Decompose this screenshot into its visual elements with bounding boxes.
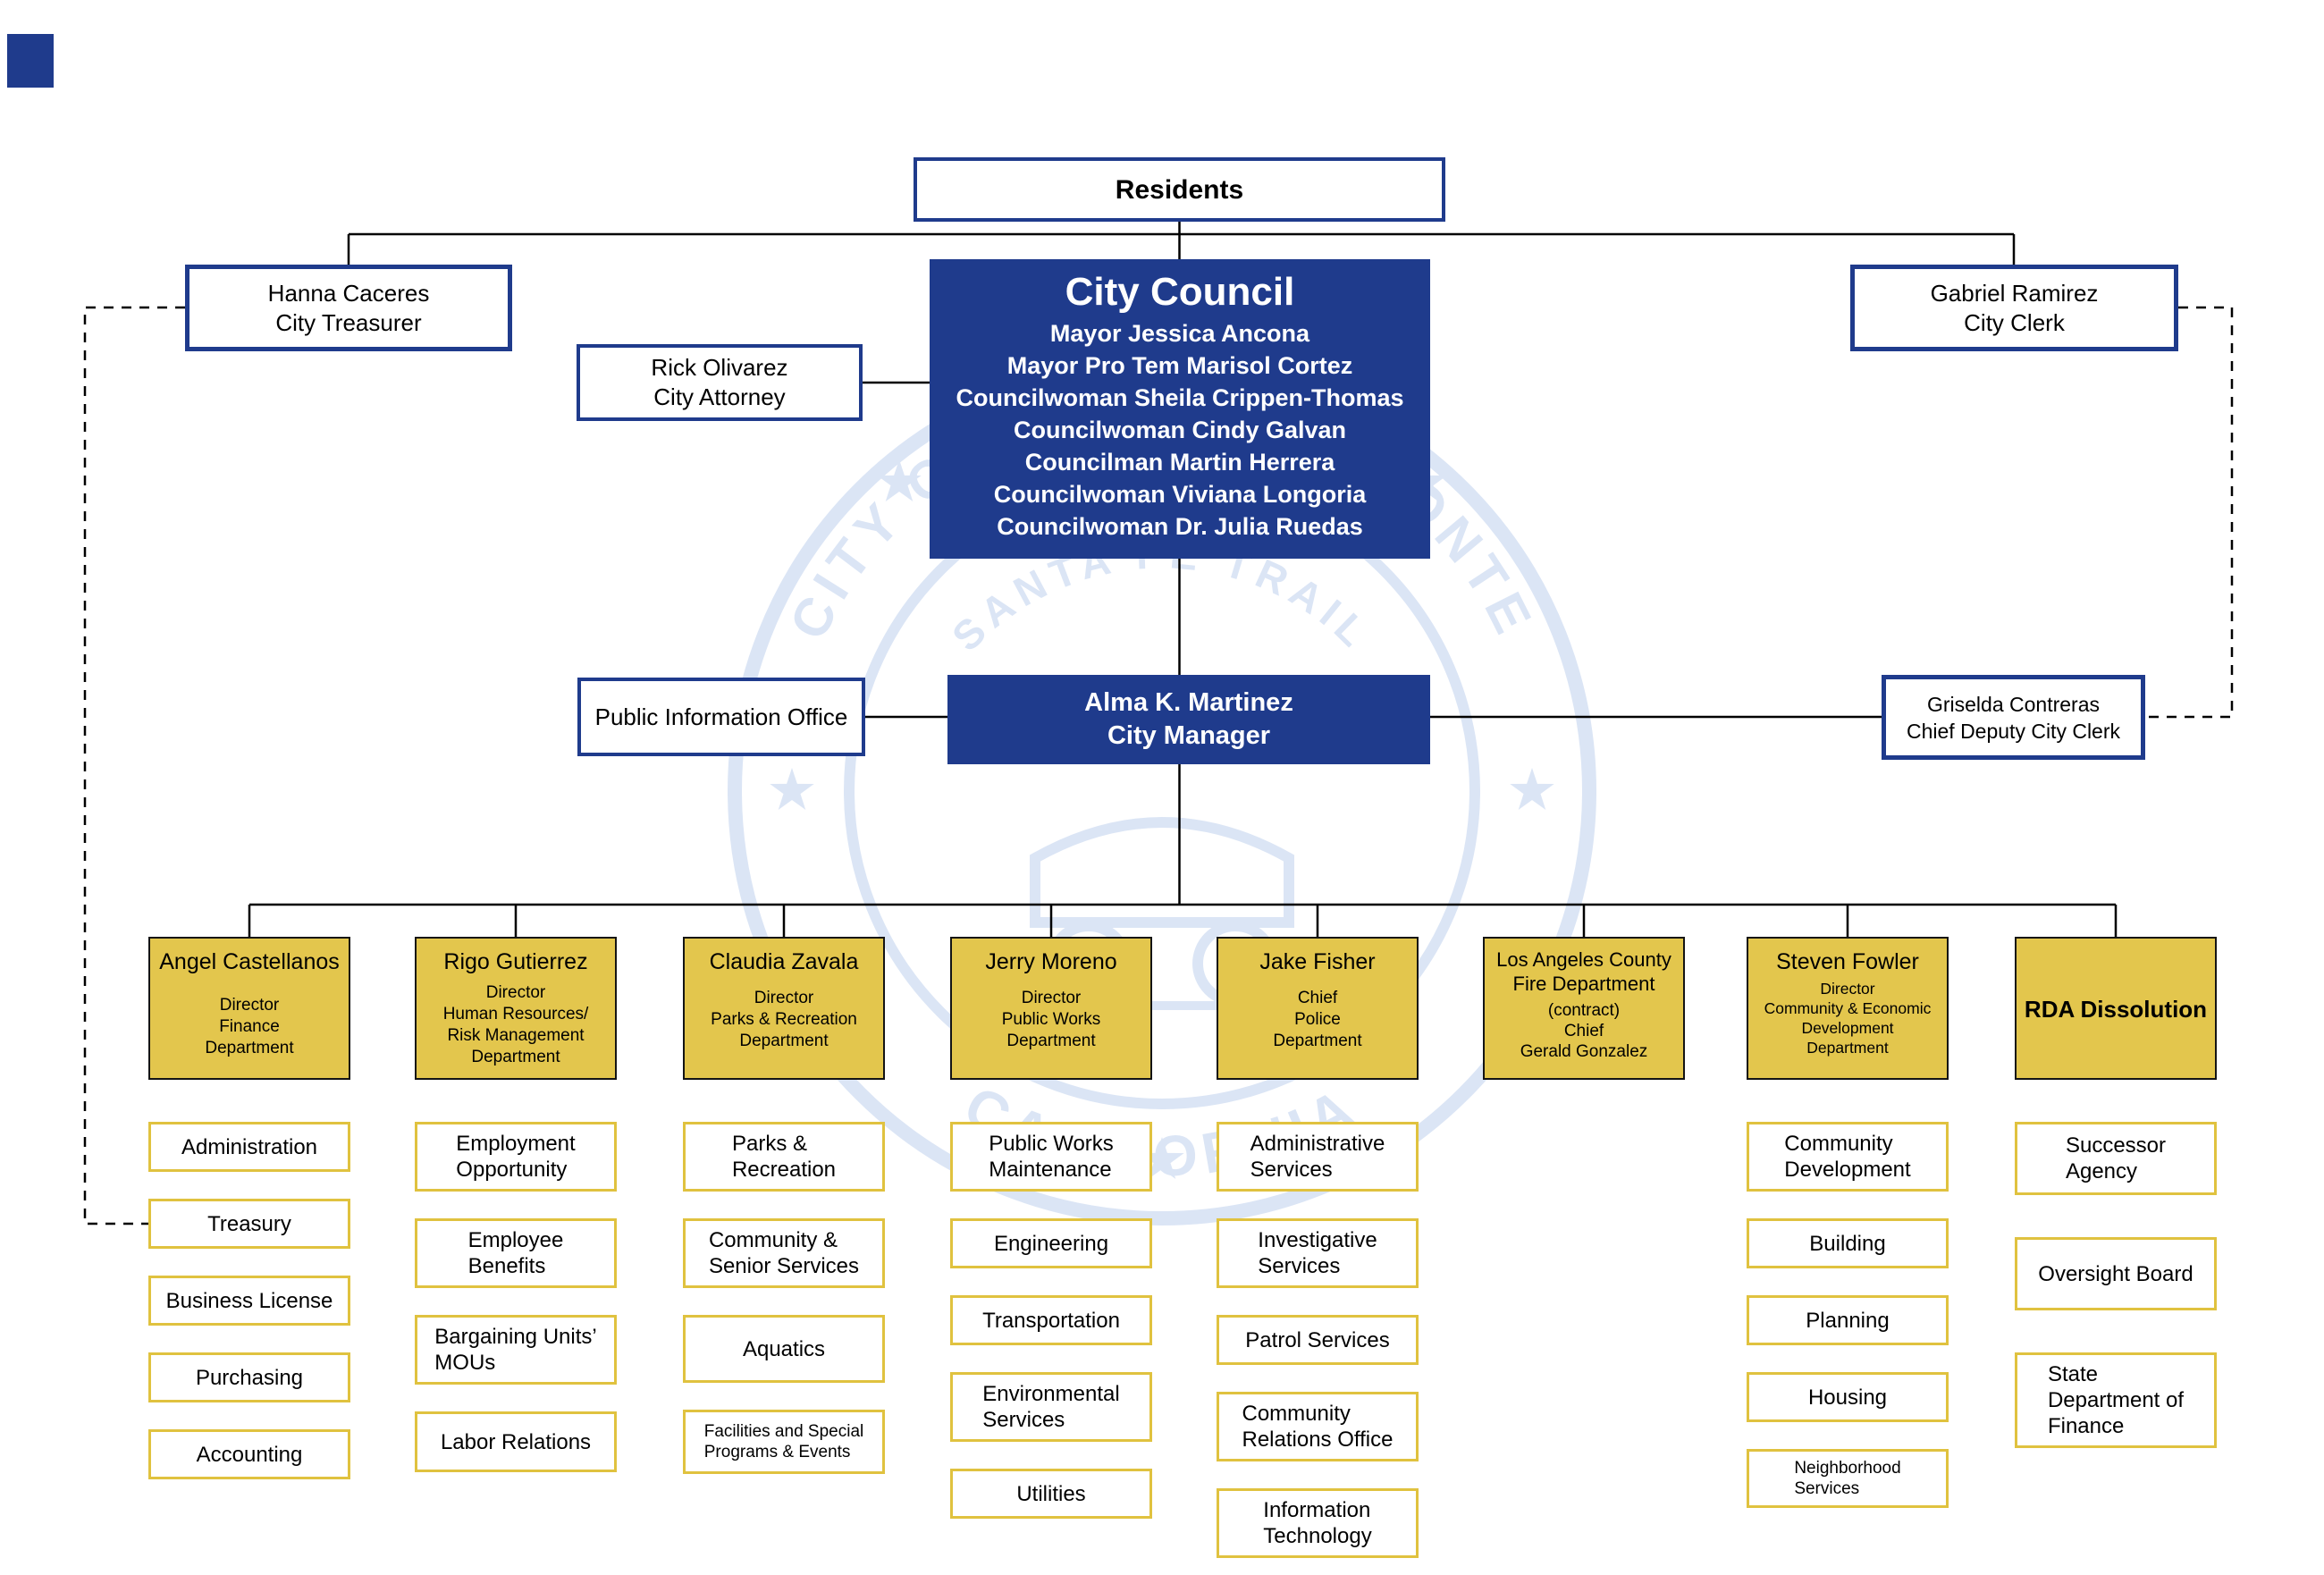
dept-public-works-box: Jerry Moreno Director Public Works Depar… xyxy=(950,937,1152,1080)
city-manager-box: Alma K. Martinez City Manager xyxy=(947,675,1430,764)
unit-box: Bargaining Units’ MOUs xyxy=(415,1315,617,1385)
chief-deputy-city-clerk-box: Griselda Contreras Chief Deputy City Cle… xyxy=(1882,675,2145,760)
unit-box: Labor Relations xyxy=(415,1411,617,1472)
unit-box: State Department of Finance xyxy=(2015,1352,2217,1448)
dept-head-name: Claudia Zavala xyxy=(709,949,859,974)
city-clerk-box: Gabriel Ramirez City Clerk xyxy=(1850,265,2178,351)
unit-box: Treasury xyxy=(148,1199,350,1249)
unit-box: Aquatics xyxy=(683,1315,885,1383)
city-treasurer-box: Hanna Caceres City Treasurer xyxy=(185,265,512,351)
unit-box: Engineering xyxy=(950,1218,1152,1268)
connector-clerk-deputy-dashed xyxy=(2145,306,2234,719)
unit-box: Employee Benefits xyxy=(415,1218,617,1288)
unit-box: Accounting xyxy=(148,1429,350,1479)
unit-box: Neighborhood Services xyxy=(1747,1449,1949,1508)
unit-box: Facilities and Special Programs & Events xyxy=(683,1410,885,1474)
dept-rda-box: RDA Dissolution xyxy=(2015,937,2217,1080)
connector-manager-departments xyxy=(248,764,2118,937)
unit-box: Investigative Services xyxy=(1217,1218,1419,1288)
dept-head-role: Director Public Works Department xyxy=(1001,989,1101,1050)
unit-box: Employment Opportunity xyxy=(415,1122,617,1192)
dept-hr-box: Rigo Gutierrez Director Human Resources/… xyxy=(415,937,617,1080)
unit-box: Patrol Services xyxy=(1217,1315,1419,1365)
unit-box: Community Relations Office xyxy=(1217,1392,1419,1461)
dept-parks-box: Claudia Zavala Director Parks & Recreati… xyxy=(683,937,885,1080)
dept-finance-box: Angel Castellanos Director Finance Depar… xyxy=(148,937,350,1080)
city-council-box: City Council Mayor Jessica Ancona Mayor … xyxy=(930,259,1430,559)
rda-units-column: Successor Agency Oversight Board State D… xyxy=(2015,1122,2217,1448)
dept-community-dev-box: Steven Fowler Director Community & Econo… xyxy=(1747,937,1949,1080)
unit-box: Transportation xyxy=(950,1295,1152,1345)
unit-box: Administrative Services xyxy=(1217,1122,1419,1192)
dept-head-name: Los Angeles County Fire Department xyxy=(1496,948,1671,995)
hr-units-column: Employment Opportunity Employee Benefits… xyxy=(415,1122,617,1472)
dept-head-role: Director Parks & Recreation Department xyxy=(711,989,857,1050)
unit-box: Administration xyxy=(148,1122,350,1172)
finance-units-column: Administration Treasury Business License… xyxy=(148,1122,350,1479)
unit-box: Information Technology xyxy=(1217,1488,1419,1558)
public-works-units-column: Public Works Maintenance Engineering Tra… xyxy=(950,1122,1152,1519)
dept-head-name: Jake Fisher xyxy=(1259,949,1376,974)
unit-box: Building xyxy=(1747,1218,1949,1268)
public-information-office-box: Public Information Office xyxy=(577,678,865,756)
dept-head-role: Director Human Resources/ Risk Managemen… xyxy=(442,983,589,1066)
unit-box: Utilities xyxy=(950,1469,1152,1519)
corner-accent xyxy=(7,34,54,88)
unit-box: Housing xyxy=(1747,1372,1949,1422)
city-attorney-box: Rick Olivarez City Attorney xyxy=(577,344,863,421)
city-council-title: City Council xyxy=(1065,270,1295,314)
dept-head-role: Director Community & Economic Developmen… xyxy=(1764,980,1932,1057)
connector-residents-row xyxy=(347,222,2016,265)
community-dev-units-column: Community Development Building Planning … xyxy=(1747,1122,1949,1508)
unit-box: Community Development xyxy=(1747,1122,1949,1192)
dept-head-name: Jerry Moreno xyxy=(985,949,1117,974)
dept-head-role: Chief Police Department xyxy=(1273,989,1362,1050)
connector-treasurer-treasury-dashed xyxy=(83,306,185,1225)
unit-box: Successor Agency xyxy=(2015,1122,2217,1195)
police-units-column: Administrative Services Investigative Se… xyxy=(1217,1122,1419,1558)
unit-box: Purchasing xyxy=(148,1352,350,1402)
dept-fire-box: Los Angeles County Fire Department (cont… xyxy=(1483,937,1685,1080)
residents-box: Residents xyxy=(914,157,1445,222)
dept-head-name: Steven Fowler xyxy=(1776,949,1919,974)
unit-box: Public Works Maintenance xyxy=(950,1122,1152,1192)
dept-police-box: Jake Fisher Chief Police Department xyxy=(1217,937,1419,1080)
dept-head-role: (contract) Chief Gerald Gonzalez xyxy=(1520,1001,1648,1061)
dept-head-name: Rigo Gutierrez xyxy=(443,949,588,974)
city-council-members: Mayor Jessica Ancona Mayor Pro Tem Maris… xyxy=(956,320,1404,540)
unit-box: Planning xyxy=(1747,1295,1949,1345)
unit-box: Oversight Board xyxy=(2015,1237,2217,1310)
unit-box: Environmental Services xyxy=(950,1372,1152,1442)
unit-box: Business License xyxy=(148,1276,350,1326)
dept-head-name: Angel Castellanos xyxy=(159,949,340,974)
parks-units-column: Parks & Recreation Community & Senior Se… xyxy=(683,1122,885,1474)
unit-box: Community & Senior Services xyxy=(683,1218,885,1288)
dept-head-role: Director Finance Department xyxy=(205,996,294,1057)
unit-box: Parks & Recreation xyxy=(683,1122,885,1192)
